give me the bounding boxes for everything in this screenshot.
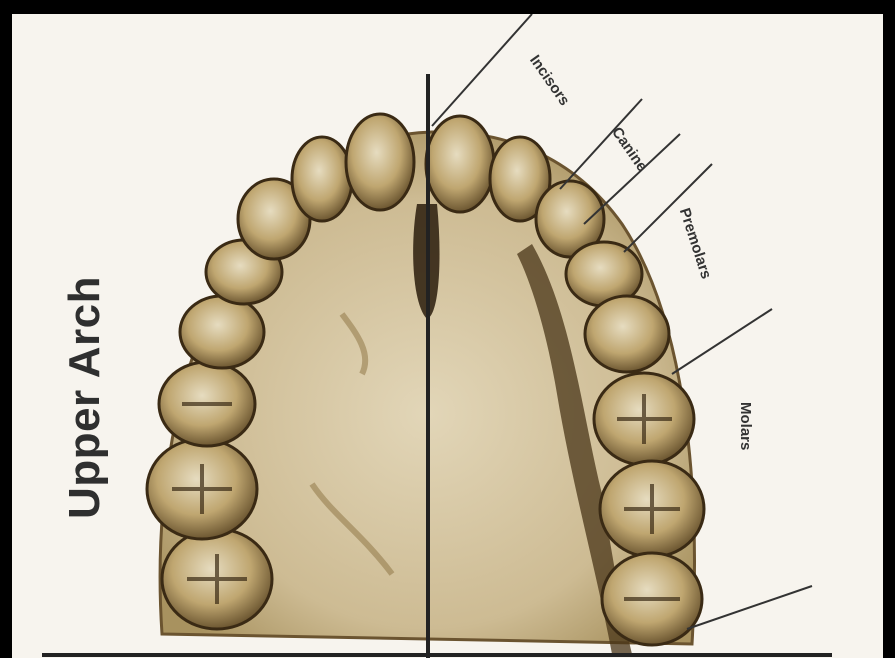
molars-label: Molars bbox=[737, 402, 754, 450]
side-title: Upper Arch bbox=[60, 276, 110, 519]
diagram-panel: Incisors Canine Premolars Molars Upper A… bbox=[12, 14, 883, 658]
upper-arch-illustration bbox=[12, 14, 883, 658]
